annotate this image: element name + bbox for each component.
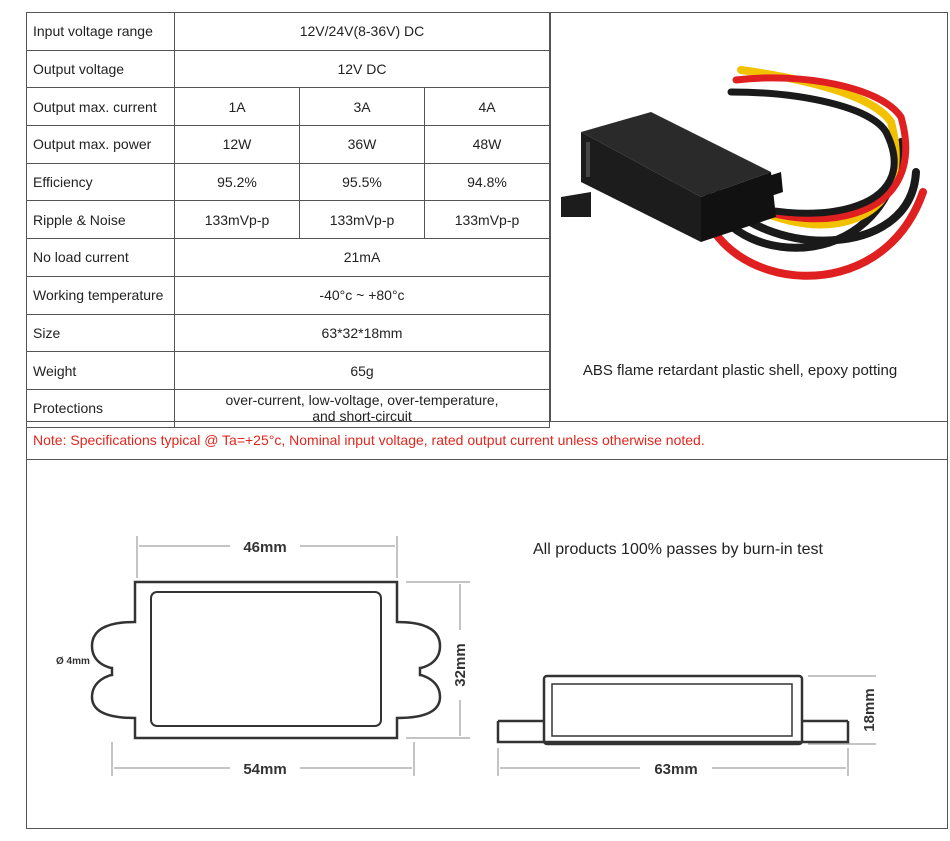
protections-line-2: and short-circuit bbox=[312, 408, 412, 425]
dim-63mm: 63mm bbox=[654, 761, 697, 778]
row-value: 36W bbox=[299, 125, 425, 164]
row-label: Efficiency bbox=[26, 162, 175, 202]
table-row: Working temperature -40°c ~ +80°c bbox=[26, 275, 550, 315]
note-row bbox=[26, 421, 948, 460]
row-value: 133mVp-p bbox=[299, 200, 425, 240]
dim-32mm: 32mm bbox=[452, 643, 469, 686]
converter-photo bbox=[561, 66, 927, 280]
table-row: Input voltage range 12V/24V(8-36V) DC bbox=[26, 12, 550, 51]
table-row: Output voltage 12V DC bbox=[26, 49, 550, 89]
row-label: No load current bbox=[26, 238, 175, 277]
table-row: No load current 21mA bbox=[26, 238, 550, 277]
burn-in-statement: All products 100% passes by burn-in test bbox=[533, 541, 823, 558]
row-value: 21mA bbox=[174, 238, 550, 277]
table-row: Ripple & Noise 133mVp-p 133mVp-p 133mVp-… bbox=[26, 200, 550, 240]
dim-18mm: 18mm bbox=[861, 688, 878, 731]
product-photo-panel bbox=[550, 12, 948, 422]
photo-caption: ABS flame retardant plastic shell, epoxy… bbox=[582, 362, 898, 379]
row-value: 133mVp-p bbox=[424, 200, 550, 240]
row-value: 95.5% bbox=[299, 162, 425, 202]
row-label: Output max. power bbox=[26, 125, 175, 164]
row-value: 95.2% bbox=[174, 162, 300, 202]
row-value: 4A bbox=[424, 87, 550, 127]
dim-54mm: 54mm bbox=[243, 761, 286, 778]
table-row: Efficiency 95.2% 95.5% 94.8% bbox=[26, 162, 550, 202]
row-value: 65g bbox=[174, 351, 550, 390]
row-value: 12V/24V(8-36V) DC bbox=[174, 12, 550, 51]
table-row: Size 63*32*18mm bbox=[26, 313, 550, 353]
dim-46mm: 46mm bbox=[243, 539, 286, 556]
dim-hole: Ø 4mm bbox=[56, 656, 90, 667]
table-row: Output max. current 1A 3A 4A bbox=[26, 87, 550, 127]
row-value: 133mVp-p bbox=[174, 200, 300, 240]
table-row: Output max. power 12W 36W 48W bbox=[26, 125, 550, 164]
spec-note: Note: Specifications typical @ Ta=+25°c,… bbox=[33, 432, 705, 448]
table-row: Weight 65g bbox=[26, 351, 550, 390]
protections-line-1: over-current, low-voltage, over-temperat… bbox=[225, 392, 499, 409]
